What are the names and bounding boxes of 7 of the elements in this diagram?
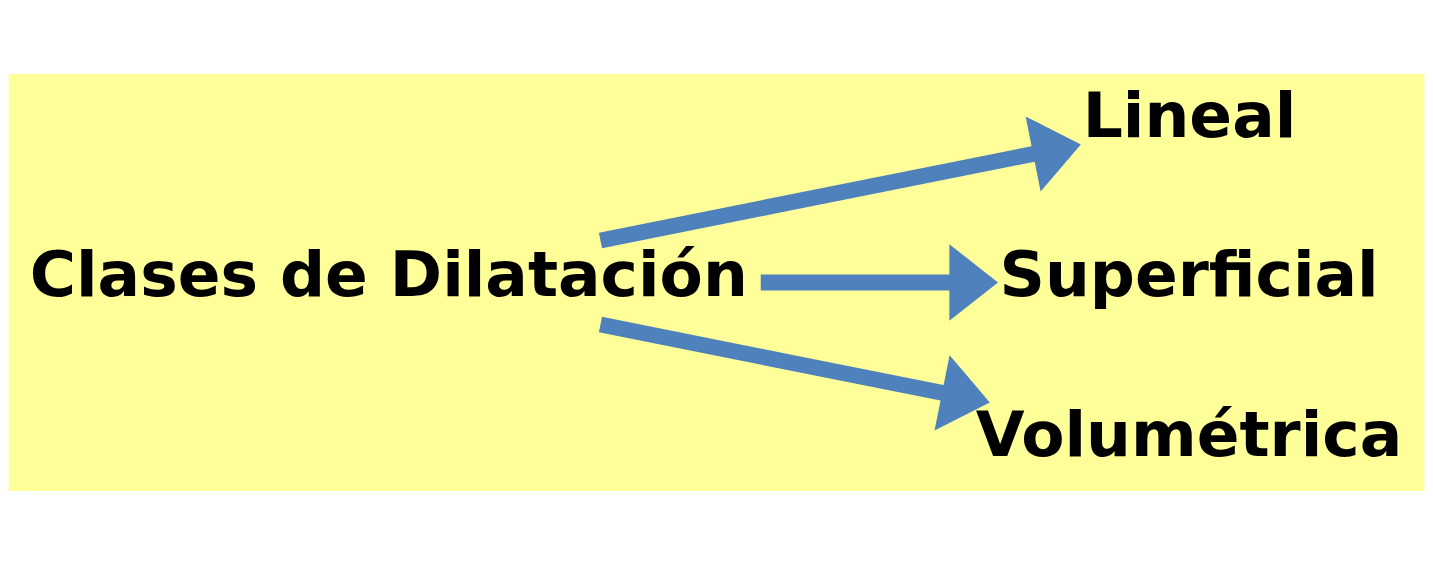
node-text: Volumétrica bbox=[975, 396, 1403, 471]
node-text: Lineal bbox=[1082, 77, 1297, 152]
node-text: Superficial bbox=[999, 237, 1379, 312]
arrow bbox=[760, 244, 999, 321]
node-text: Clases de Dilatación bbox=[29, 237, 748, 312]
arrow bbox=[598, 116, 1081, 249]
arrow bbox=[598, 316, 990, 431]
